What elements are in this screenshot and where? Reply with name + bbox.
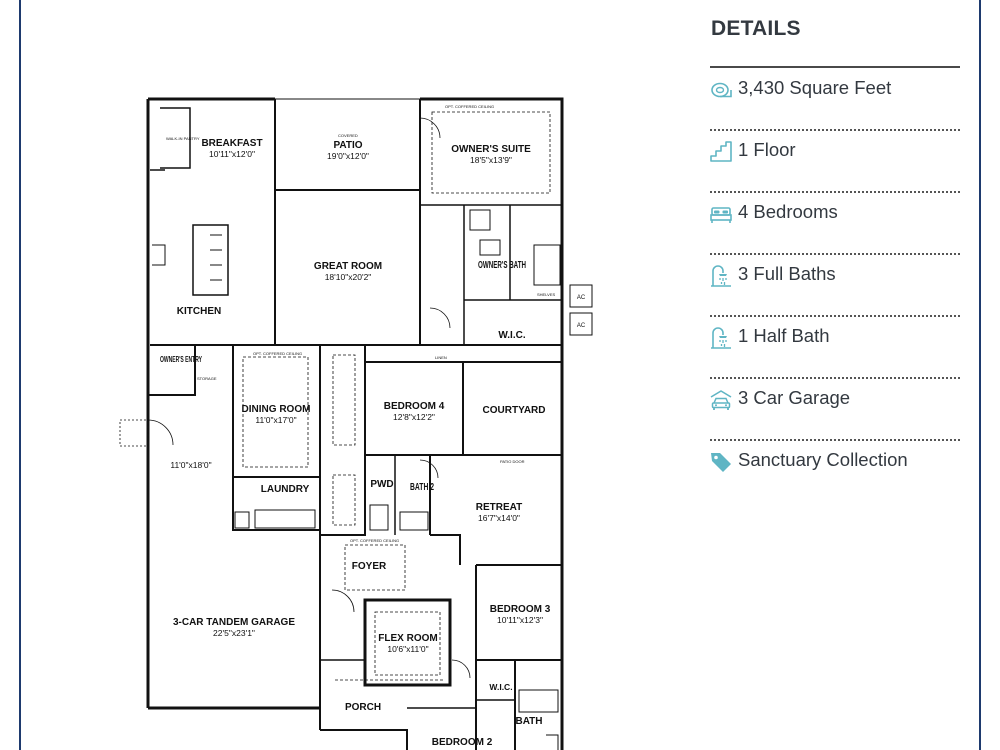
- walkin-pantry-note: WALK-IN PANTRY: [166, 136, 200, 141]
- detail-row-garage: 3 Car Garage: [710, 377, 960, 441]
- tag-icon: [711, 453, 731, 472]
- breakfast-dims: 10'11"x12'0": [209, 149, 255, 159]
- retreat-label: RETREAT: [476, 502, 522, 513]
- detail-divider: [710, 315, 960, 317]
- bath-label: BATH: [515, 716, 542, 727]
- bedroom3-dims: 10'11"x12'3": [497, 615, 543, 625]
- garage-label: 3-CAR TANDEM GARAGE: [173, 617, 295, 628]
- details-title: DETAILS: [711, 17, 801, 40]
- detail-divider: [710, 191, 960, 193]
- frame-left-border: [19, 0, 21, 750]
- detail-divider: [710, 439, 960, 441]
- opt-coffered-note-owner: OPT. COFFERED CEILING: [445, 104, 494, 109]
- bedroom4-dims: 12'8"x12'2": [393, 412, 435, 422]
- flex-room-dims: 10'6"x11'0": [387, 644, 428, 654]
- detail-label-collection: Sanctuary Collection: [738, 449, 908, 470]
- detail-label-half-bath: 1 Half Bath: [738, 325, 830, 346]
- owners-suite-dims: 18'5"x13'9": [470, 155, 512, 165]
- patio-door-note: PATIO DOOR: [500, 459, 525, 464]
- kitchen-label: KITCHEN: [177, 306, 221, 317]
- storage-note: STORAGE: [197, 376, 217, 381]
- wic-label: W.I.C.: [498, 330, 525, 341]
- patio-label: PATIO: [333, 140, 362, 151]
- garage-dims: 22'5"x23'1": [213, 628, 255, 638]
- stairs-icon: [710, 141, 732, 162]
- detail-divider: [710, 129, 960, 131]
- owners-suite-label: OWNER'S SUITE: [451, 144, 531, 155]
- detail-label-full-baths: 3 Full Baths: [738, 263, 836, 284]
- wic2-label: W.I.C.: [489, 682, 512, 692]
- bedroom3-label: BEDROOM 3: [490, 604, 551, 615]
- shower-icon: [711, 265, 731, 287]
- detail-row-half-bath: 1 Half Bath: [710, 315, 960, 379]
- ac-unit-1-label: AC: [577, 295, 586, 301]
- floor-plan: WALK-IN PANTRY OPT. COFFERED CEILING OPT…: [119, 97, 593, 750]
- detail-row-floors: 1 Floor: [710, 129, 960, 193]
- patio-dims: 19'0"x12'0": [327, 151, 369, 161]
- porch-label: PORCH: [345, 702, 381, 713]
- detail-label-square-feet: 3,430 Square Feet: [738, 77, 892, 98]
- opt-coffered-note-foyer: OPT. COFFERED CEILING: [350, 538, 399, 543]
- patio-covered-note: COVERED: [338, 133, 358, 138]
- shelves-note: SHELVES: [537, 292, 555, 297]
- bed-icon: [710, 207, 732, 223]
- detail-label-bedrooms: 4 Bedrooms: [738, 201, 838, 222]
- detail-label-garage: 3 Car Garage: [738, 387, 851, 408]
- courtyard-label: COURTYARD: [483, 405, 546, 416]
- detail-row-collection: Sanctuary Collection: [710, 439, 960, 501]
- great-room-label: GREAT ROOM: [314, 261, 382, 272]
- garage-extra-dims: 11'0"x18'0": [170, 460, 211, 470]
- linen-note: LINEN: [435, 355, 447, 360]
- foyer-label: FOYER: [352, 561, 387, 572]
- dining-room-dims: 11'0"x17'0": [255, 415, 296, 425]
- opt-coffered-note-dining: OPT. COFFERED CEILING: [253, 351, 302, 356]
- detail-divider: [710, 253, 960, 255]
- floor-plan-drawing: WALK-IN PANTRY OPT. COFFERED CEILING OPT…: [119, 97, 593, 750]
- owners-bath-label: OWNER'S BATH: [478, 260, 526, 271]
- laundry-label: LAUNDRY: [261, 484, 310, 495]
- detail-row-bedrooms: 4 Bedrooms: [710, 191, 960, 255]
- shower-icon: [711, 327, 731, 349]
- pwd-label: PWD: [370, 479, 393, 490]
- bedroom4-label: BEDROOM 4: [384, 401, 445, 412]
- detail-label-floors: 1 Floor: [738, 139, 796, 160]
- frame-right-border: [979, 0, 981, 750]
- detail-row-square-feet: 3,430 Square Feet: [710, 67, 960, 131]
- owners-entry-label: OWNER'S ENTRY: [160, 355, 202, 364]
- dining-room-label: DINING ROOM: [242, 404, 311, 415]
- bedroom2-label: BEDROOM 2: [432, 737, 493, 748]
- detail-divider: [710, 377, 960, 379]
- great-room-dims: 18'10"x20'2": [325, 272, 372, 282]
- detail-row-full-baths: 3 Full Baths: [710, 253, 960, 317]
- area-icon: [711, 82, 732, 98]
- ac-unit-2-label: AC: [577, 323, 586, 329]
- breakfast-label: BREAKFAST: [201, 138, 262, 149]
- flex-room-label: FLEX ROOM: [378, 633, 437, 644]
- details-title-rule: [710, 66, 960, 68]
- details-panel: DETAILS 3,430 Square Feet 1 Floor 4 Bedr…: [710, 0, 962, 750]
- bath2-label: BATH 2: [410, 482, 434, 493]
- retreat-dims: 16'7"x14'0": [478, 513, 520, 523]
- car-icon: [710, 390, 732, 410]
